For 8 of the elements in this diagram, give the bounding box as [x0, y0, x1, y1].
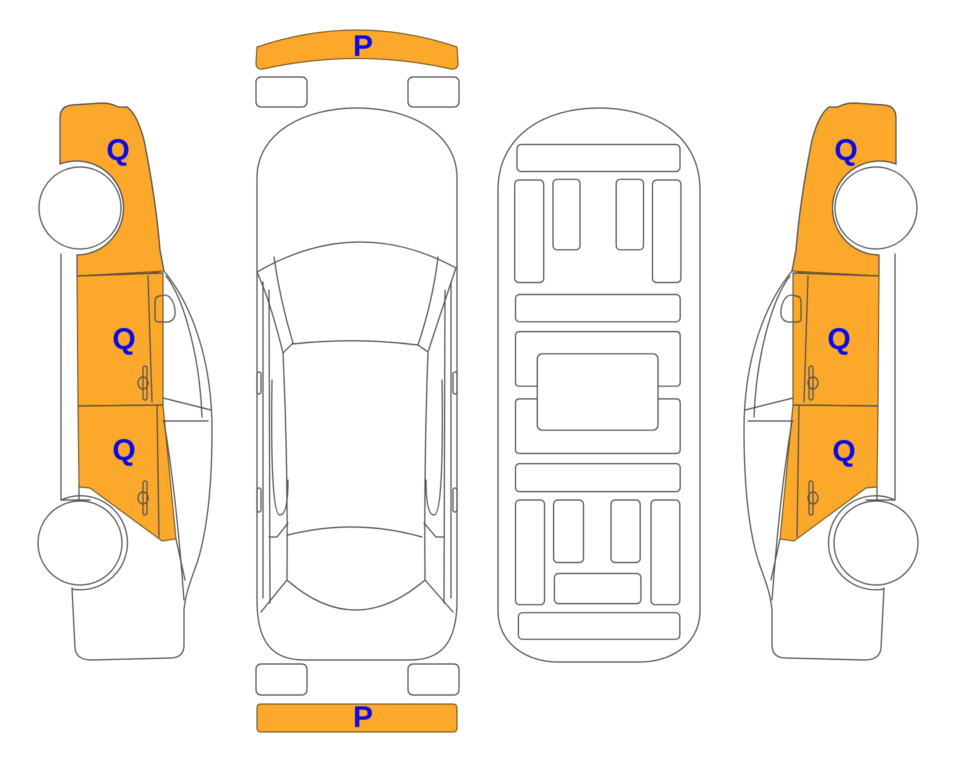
panel-label: Q [112, 436, 136, 466]
panel-label: Q [827, 325, 851, 355]
panel-label: P [353, 703, 373, 733]
panel-label: P [353, 32, 373, 62]
panel-label: Q [832, 437, 856, 467]
panel-label: Q [834, 136, 858, 166]
panel-label: Q [106, 136, 130, 166]
panel-label: Q [112, 325, 136, 355]
